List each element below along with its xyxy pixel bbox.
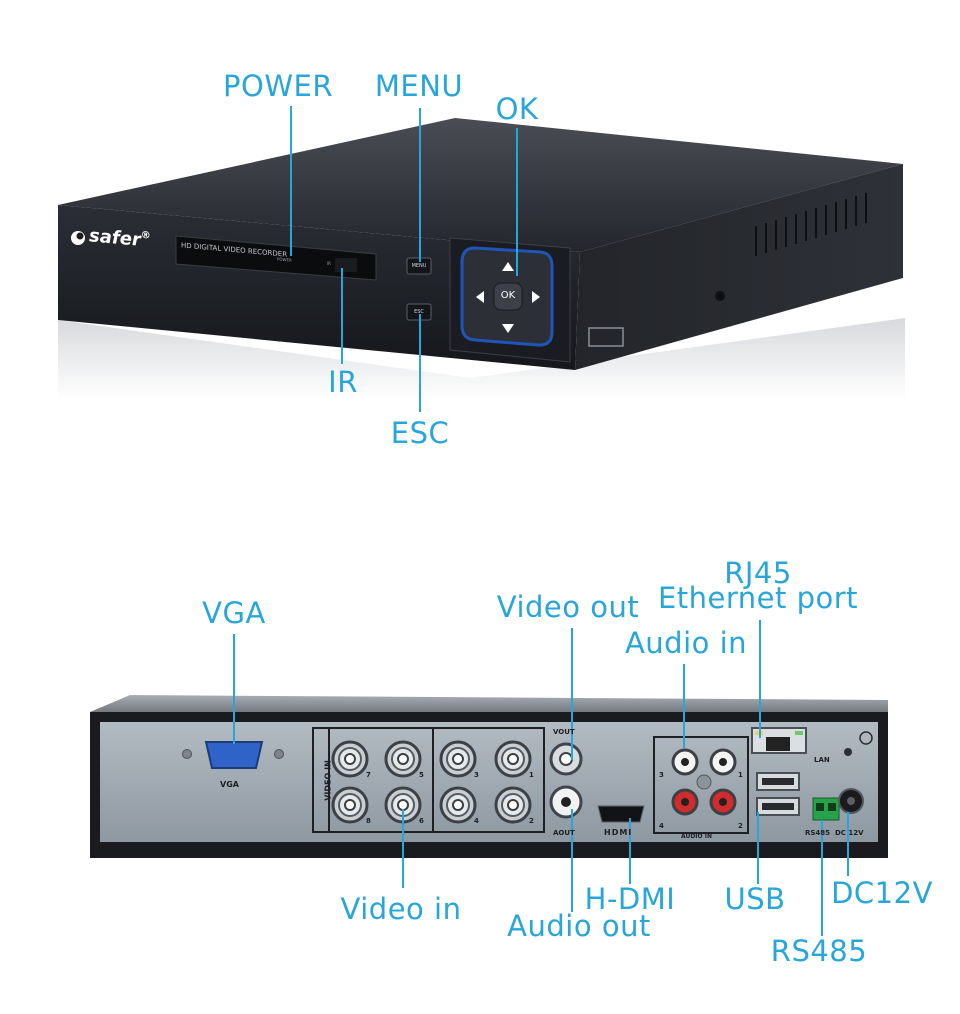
- label-esc: ESC: [390, 416, 450, 450]
- device-top: [58, 118, 903, 252]
- label-power: POWER: [223, 69, 333, 103]
- video-in-number: 6: [419, 817, 424, 825]
- audio-in-number: 2: [738, 822, 743, 830]
- video-in-number: 1: [529, 771, 534, 779]
- audio-in-box: [653, 736, 749, 834]
- label-rj45: RJ45: [724, 556, 792, 590]
- rs485-text: RS485: [805, 829, 831, 837]
- hdmi-port-shape: [597, 805, 645, 823]
- ground-icon: [859, 731, 873, 745]
- side-screw: [715, 291, 725, 301]
- hdmi-text: HDMI: [604, 828, 633, 837]
- side-vents: [755, 193, 867, 256]
- label-menu: MENU: [374, 69, 464, 103]
- video-in-bnc-connector: [494, 740, 532, 778]
- video-in-number: 4: [474, 817, 479, 825]
- label-video-in: Video in: [340, 892, 462, 926]
- label-ok: OK: [495, 92, 539, 126]
- usb-slot-front: [588, 327, 624, 347]
- video-in-bnc-connector: [331, 740, 369, 778]
- ok-button-shape: [493, 282, 523, 311]
- video-in-number: 5: [419, 771, 424, 779]
- floor-reflection: [58, 318, 905, 400]
- label-video-out: Video out: [496, 590, 640, 624]
- label-ethernet-port: Ethernet port: [657, 581, 859, 615]
- video-in-bnc-connector: [439, 740, 477, 778]
- video-in-text: VIDEO IN: [323, 760, 333, 801]
- video-in-box: [312, 727, 545, 833]
- ok-button[interactable]: OK: [500, 290, 516, 301]
- label-dc12v: DC12V: [831, 876, 933, 910]
- video-in-number: 2: [529, 817, 534, 825]
- menu-button[interactable]: MENU: [411, 263, 427, 269]
- label-audio-in: Audio in: [624, 626, 748, 660]
- video-in-bnc-connector: [439, 786, 477, 824]
- esc-button[interactable]: ESC: [414, 309, 424, 315]
- label-rs485: RS485: [770, 934, 868, 968]
- label-audio-out: Audio out: [507, 909, 651, 943]
- video-in-bnc-connector: [384, 740, 422, 778]
- ir-indicator-text: IR: [327, 261, 331, 266]
- label-usb: USB: [724, 882, 786, 916]
- audio-in-text: AUDIO IN: [681, 833, 712, 840]
- video-in-bnc-connector: [494, 786, 532, 824]
- audio-in-number: 1: [738, 771, 743, 779]
- audio-in-number: 4: [659, 822, 664, 830]
- video-in-number: 8: [366, 817, 371, 825]
- down-arrow-icon: [502, 324, 514, 333]
- vout-text: VOUT: [553, 728, 575, 736]
- aout-text: AOUT: [553, 829, 575, 837]
- leader-lines: [233, 106, 849, 936]
- video-in-number: 7: [366, 771, 371, 779]
- audio-in-number: 3: [659, 771, 664, 779]
- label-vga: VGA: [202, 596, 266, 630]
- ir-window: [335, 258, 357, 272]
- video-in-bnc-connector: [331, 786, 369, 824]
- label-hdmi: H-DMI: [584, 882, 676, 916]
- vga-port-text: VGA: [220, 780, 239, 789]
- vga-port-shape: [204, 741, 264, 769]
- label-ir: IR: [328, 365, 358, 399]
- display-strip: [175, 235, 377, 281]
- up-arrow-icon: [502, 262, 514, 271]
- left-arrow-icon: [476, 291, 484, 303]
- lan-text: LAN: [814, 756, 830, 764]
- rear-top: [90, 695, 888, 713]
- device-side: [575, 164, 903, 370]
- dc-text: DC 12V: [835, 829, 864, 837]
- video-in-number: 3: [474, 771, 479, 779]
- right-arrow-icon: [532, 291, 540, 303]
